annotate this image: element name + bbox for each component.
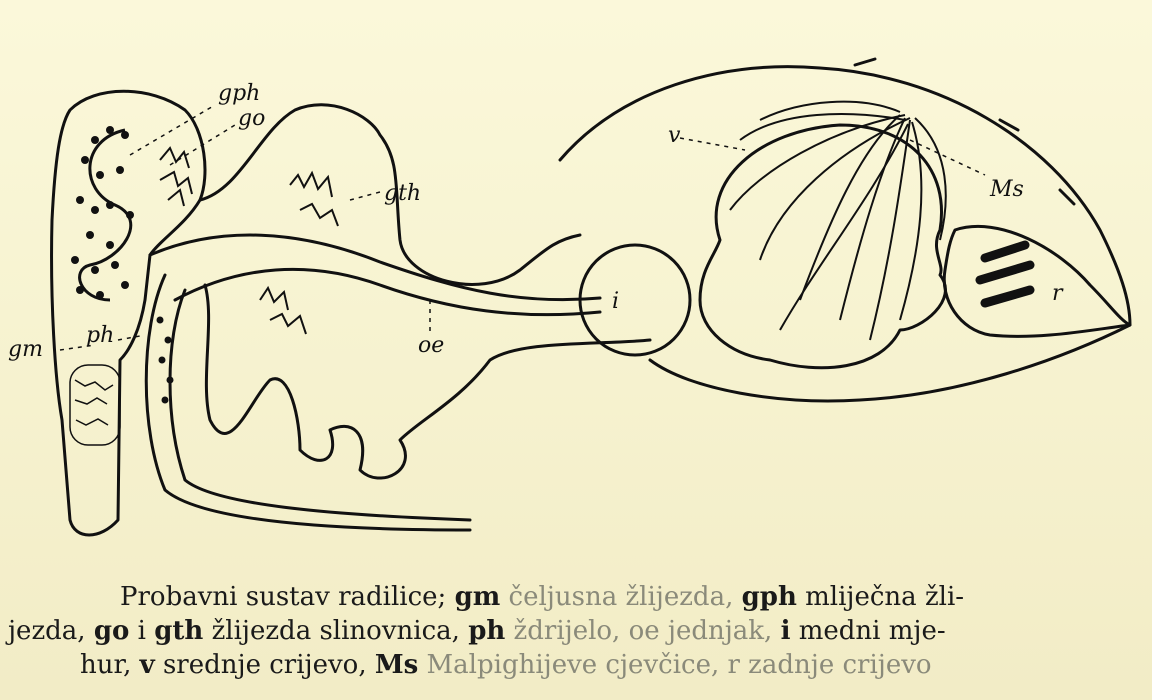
- caption-line-3: hur, v srednje crijevo, Ms Malpighijeve …: [8, 648, 1144, 682]
- pharynx-tube-outer: [146, 275, 470, 530]
- caption-line-2: jezda, go i gth žlijezda slinovnica, ph …: [8, 614, 1144, 648]
- rectal-pads: [980, 245, 1030, 303]
- label-gth: gth: [384, 181, 421, 206]
- hair-marks: [855, 59, 1074, 204]
- figure-caption: Probavni sustav radilice; gm čeljusna žl…: [8, 580, 1144, 682]
- digestive-system-figure: gph go gth v Ms gm ph oe i r: [0, 0, 1152, 570]
- mammary-gland-duct: [80, 130, 131, 300]
- label-oe: oe: [418, 333, 444, 358]
- label-i: i: [612, 289, 619, 314]
- mandibular-gland: [70, 365, 120, 445]
- malpighian-tubules: [730, 102, 946, 340]
- rectum-outline: [944, 226, 1130, 336]
- honey-stomach: [580, 245, 690, 355]
- label-gph: gph: [218, 81, 260, 106]
- caption-line-1: Probavni sustav radilice; gm čeljusna žl…: [8, 580, 1144, 614]
- label-gm: gm: [8, 337, 43, 362]
- abdomen-outline: [560, 67, 1130, 401]
- esophagus-upper: [150, 235, 600, 300]
- esophagus-lower: [175, 269, 600, 314]
- label-go: go: [238, 106, 265, 131]
- label-r: r: [1052, 281, 1064, 306]
- pharynx-tube-inner: [170, 290, 470, 520]
- label-v: v: [668, 123, 681, 148]
- midgut-outline: [700, 125, 945, 368]
- label-ph: ph: [86, 323, 114, 348]
- label-ms: Ms: [989, 177, 1024, 202]
